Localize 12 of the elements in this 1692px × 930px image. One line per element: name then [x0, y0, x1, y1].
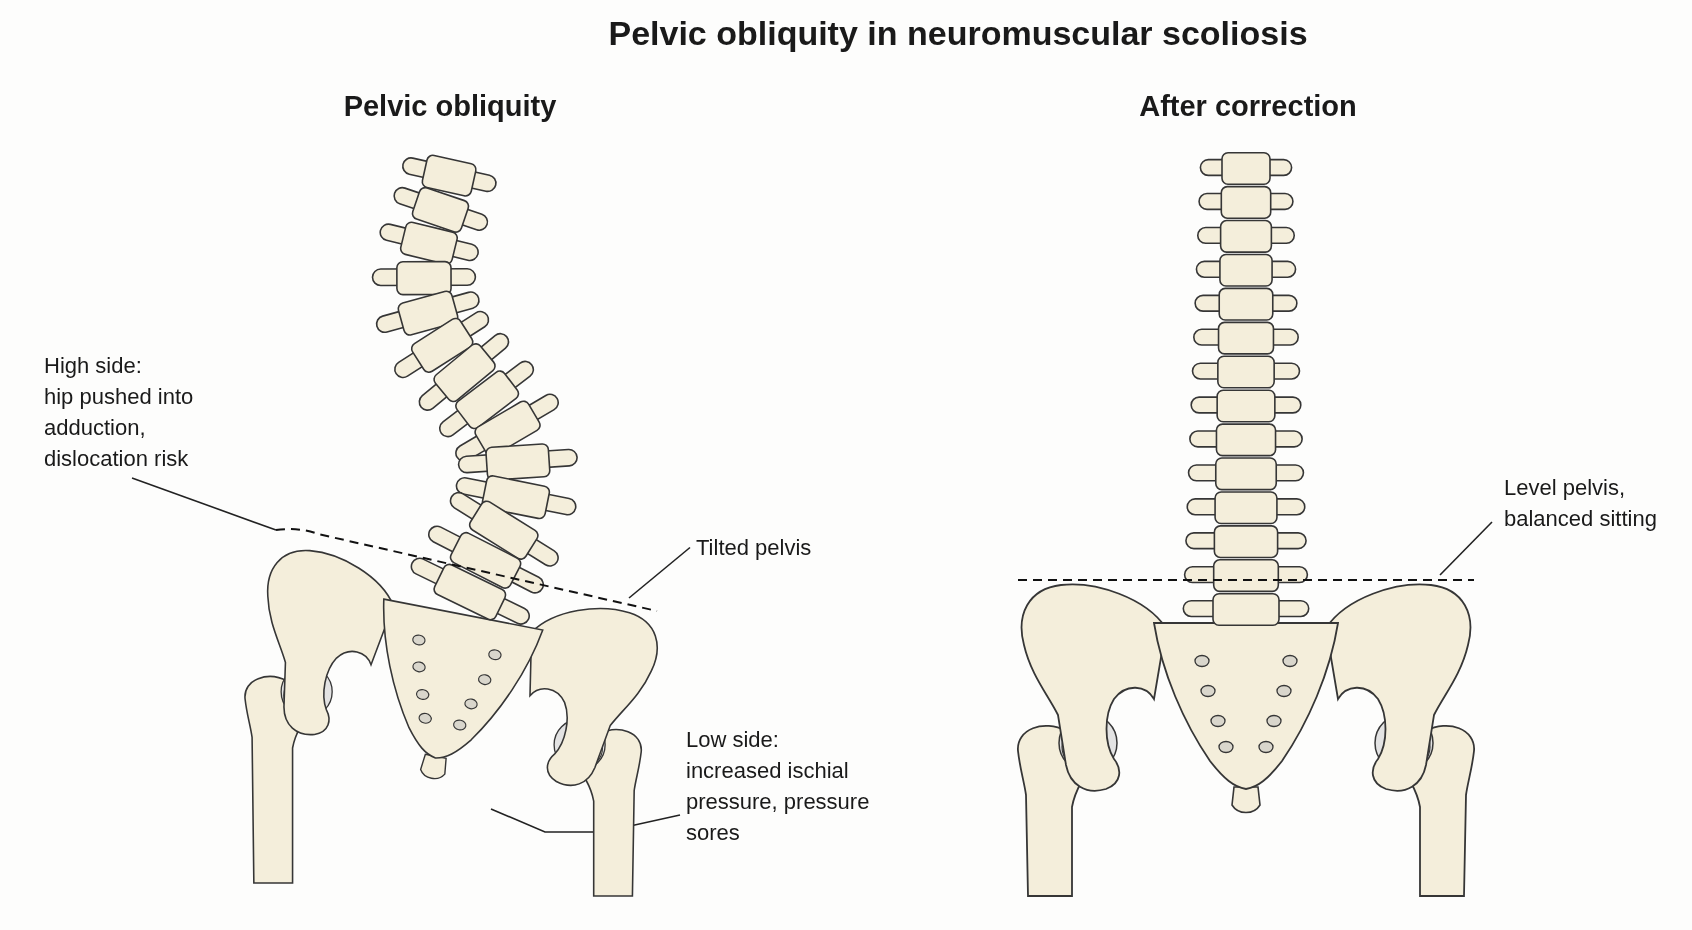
callout-heading: Low side:	[686, 726, 780, 754]
leader-line	[131, 477, 277, 531]
callout-text: hip pushed into adduction, dislocation risk	[44, 383, 195, 473]
leader-line	[1439, 521, 1493, 576]
title: Pelvic obliquity in neuromuscular scoliosis	[608, 14, 1308, 53]
callout-heading: High side:	[44, 352, 143, 380]
panel-heading: Pelvic obliquity	[343, 90, 557, 123]
callout-text: Level pelvis, balanced sitting	[1504, 474, 1658, 533]
callout-text: increased ischial pressure, pressure sores	[686, 757, 871, 847]
panel-heading: After correction	[1139, 90, 1357, 123]
callout-text: Tilted pelvis	[696, 534, 813, 562]
leader-line	[628, 546, 691, 599]
